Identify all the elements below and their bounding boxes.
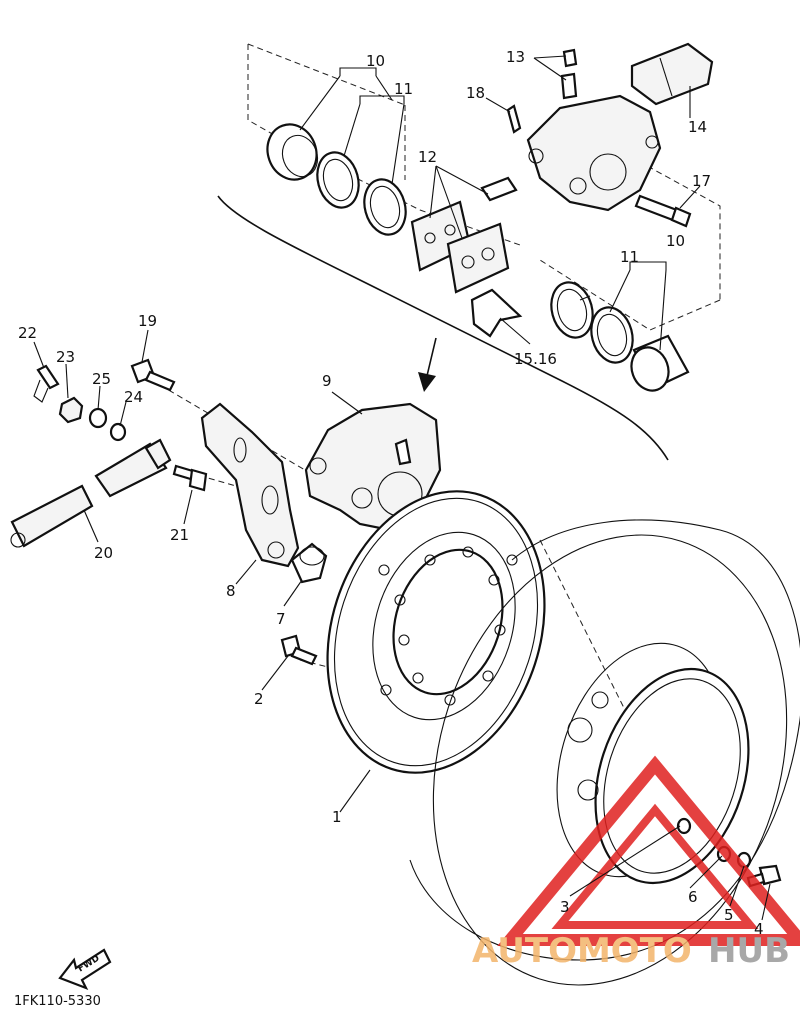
assembly-arrow bbox=[418, 337, 437, 392]
washer-a bbox=[88, 407, 108, 429]
seal-lower-b bbox=[590, 306, 634, 364]
piston-lower bbox=[630, 334, 690, 392]
callout-5: 5 bbox=[724, 906, 734, 924]
callout-1: 1 bbox=[332, 808, 342, 826]
watermark-logo: AUTOMOTO HUB bbox=[472, 755, 800, 971]
callout-labels: 10 11 12 13 14 18 17 11 10 15.16 9 19 22… bbox=[18, 48, 764, 938]
disc-bolt-holes bbox=[378, 546, 518, 706]
piston-upper bbox=[266, 123, 319, 181]
callout-7: 7 bbox=[276, 610, 286, 628]
cotter-pin bbox=[33, 364, 60, 403]
pad-spring-clip bbox=[480, 176, 518, 202]
washer-b bbox=[109, 422, 127, 442]
callout-19: 19 bbox=[138, 312, 157, 330]
seal-upper-a bbox=[316, 151, 360, 209]
seal-upper-b bbox=[363, 178, 407, 236]
bolt-bottom bbox=[280, 634, 318, 666]
seal-lower-a bbox=[550, 281, 594, 339]
brake-disc bbox=[326, 490, 546, 774]
logo-triangle bbox=[497, 755, 800, 946]
callout-4: 4 bbox=[754, 920, 764, 938]
caliper-half-upper bbox=[526, 94, 662, 212]
callout-11-upper: 11 bbox=[394, 80, 413, 98]
callout-9: 9 bbox=[322, 372, 332, 390]
callout-21: 21 bbox=[170, 526, 189, 544]
callout-14: 14 bbox=[688, 118, 707, 136]
brake-pad-b bbox=[446, 222, 510, 294]
caliper-bolt-upper bbox=[634, 194, 692, 228]
callout-10-lower: 10 bbox=[666, 232, 685, 250]
bolt-top bbox=[130, 358, 176, 392]
pad-pin bbox=[506, 104, 522, 134]
callout-6: 6 bbox=[688, 888, 698, 906]
leader-lines bbox=[33, 55, 771, 921]
diagram-code: 1FK110-5330 bbox=[14, 994, 101, 1009]
bleed-screw bbox=[560, 48, 578, 100]
collar bbox=[290, 542, 328, 584]
caliper-bracket bbox=[200, 402, 300, 568]
callout-13: 13 bbox=[506, 48, 525, 66]
torque-rod bbox=[10, 438, 172, 548]
callout-3: 3 bbox=[560, 898, 570, 916]
hub-collar bbox=[676, 817, 692, 835]
callout-17: 17 bbox=[692, 172, 711, 190]
callout-25: 25 bbox=[92, 370, 111, 388]
callout-10-upper: 10 bbox=[366, 52, 385, 70]
callout-22: 22 bbox=[18, 324, 37, 342]
exploded-group-bracket bbox=[217, 195, 669, 461]
callout-2: 2 bbox=[254, 690, 264, 708]
fwd-arrow-icon: FWD bbox=[58, 948, 112, 991]
callout-20: 20 bbox=[94, 544, 113, 562]
logo-text-auto: AUTOMOTO bbox=[472, 931, 692, 971]
callout-23: 23 bbox=[56, 348, 75, 366]
callout-12: 12 bbox=[418, 148, 437, 166]
bolt-mid bbox=[172, 464, 208, 492]
callout-24: 24 bbox=[124, 388, 143, 406]
nut bbox=[58, 396, 84, 424]
pad-cover bbox=[630, 42, 714, 106]
logo-text-hub: HUB bbox=[708, 931, 790, 971]
callout-15-16: 15.16 bbox=[514, 350, 557, 368]
callout-11-lower: 11 bbox=[620, 248, 639, 266]
callout-18: 18 bbox=[466, 84, 485, 102]
pad-spring bbox=[470, 288, 523, 338]
callout-8: 8 bbox=[226, 582, 236, 600]
